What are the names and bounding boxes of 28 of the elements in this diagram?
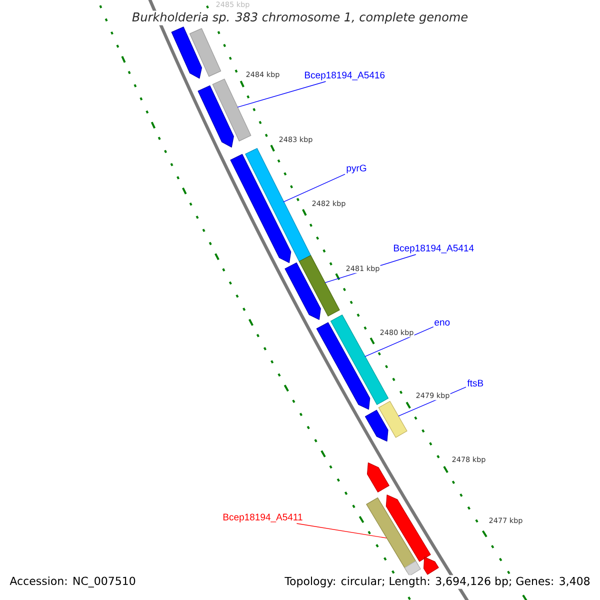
gene-block	[423, 556, 439, 575]
gene-bar	[298, 255, 340, 316]
title: Burkholderia sp. 383 chromosome 1, complete genome	[130, 10, 470, 26]
leader-line	[296, 523, 387, 538]
gene-block	[171, 26, 202, 79]
leader-line	[364, 326, 434, 357]
gene-label: Bcep18194_A5416	[304, 72, 385, 80]
gene-label: ftsB	[467, 380, 484, 386]
gene-label: eno	[434, 320, 450, 326]
gene-block	[316, 322, 370, 410]
gene-block	[365, 410, 388, 442]
gene-block	[284, 262, 321, 320]
gene-label: Bcep18194_A5411	[223, 514, 302, 522]
gene-block	[386, 494, 431, 562]
gene-label: pyrG	[346, 164, 366, 174]
gene-label: Bcep18194_A5414	[394, 244, 474, 254]
leader-line	[283, 174, 346, 202]
gene-bar	[212, 78, 252, 142]
gene-bar	[189, 28, 222, 77]
footer-text: Accession: NC_007510	[8, 575, 138, 589]
gene-block	[366, 462, 390, 492]
gene-bar	[404, 560, 421, 576]
gene-bar	[245, 148, 312, 262]
gene-block	[198, 85, 234, 148]
gene-block	[230, 154, 292, 264]
leader-line	[237, 81, 326, 108]
footer-text: Topology: circular; Length: 3,694,126 bp; Genes: 3,408	[283, 575, 592, 589]
gene-bar	[378, 400, 408, 438]
